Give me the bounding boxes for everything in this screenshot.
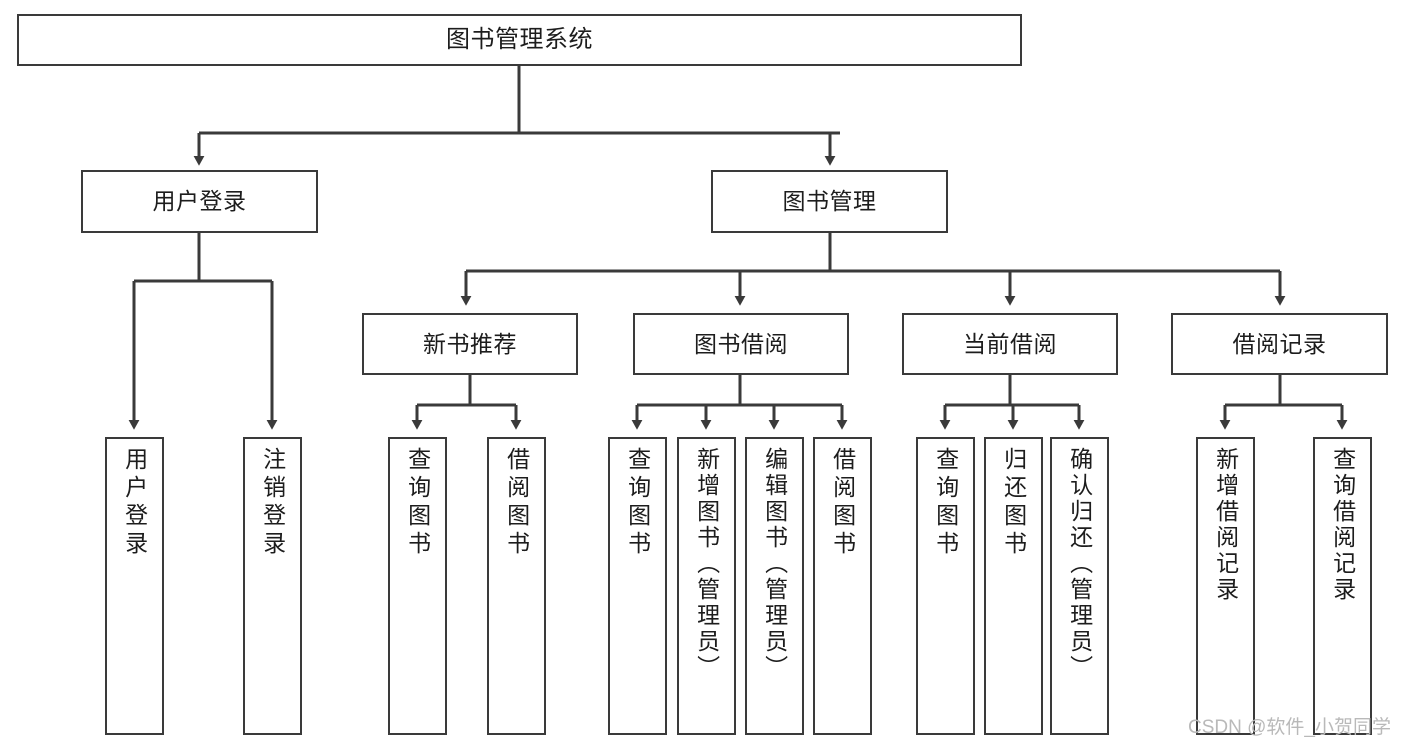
- node-label: 查询图书: [624, 447, 651, 559]
- leaf-new-book-borrow-book[interactable]: 借阅图书: [487, 437, 546, 735]
- node-label: 查询图书: [932, 447, 959, 559]
- node-label: 借阅图书: [829, 447, 856, 559]
- node-new-book-recommend[interactable]: 新书推荐: [362, 313, 578, 375]
- node-label: 图书管理系统: [446, 26, 593, 54]
- watermark-text: CSDN @软件_小贺同学: [1188, 717, 1391, 738]
- node-label: 用户登录: [121, 447, 148, 559]
- leaf-book-borrow-query-book[interactable]: 查询图书: [608, 437, 667, 735]
- node-root-book-management-system[interactable]: 图书管理系统: [17, 14, 1022, 66]
- node-label: 图书管理: [782, 188, 877, 215]
- node-label: 归还图书: [1000, 447, 1027, 559]
- leaf-book-borrow-edit-book-admin[interactable]: 编辑图书（管理员）: [745, 437, 804, 735]
- node-label: 查询图书: [404, 447, 431, 559]
- leaf-borrow-record-query-record[interactable]: 查询借阅记录: [1313, 437, 1372, 735]
- node-label: 查询借阅记录: [1329, 447, 1356, 603]
- leaf-book-borrow-borrow-book[interactable]: 借阅图书: [813, 437, 872, 735]
- node-borrow-record[interactable]: 借阅记录: [1171, 313, 1388, 375]
- node-label: 当前借阅: [963, 330, 1057, 357]
- leaf-user-login-logout[interactable]: 注销登录: [243, 437, 302, 735]
- node-label: 新书推荐: [423, 330, 517, 357]
- leaf-current-borrow-confirm-return-admin[interactable]: 确认归还（管理员）: [1050, 437, 1109, 735]
- node-user-login[interactable]: 用户登录: [81, 170, 318, 233]
- node-label: 图书借阅: [694, 330, 788, 357]
- node-label: 编辑图书（管理员）: [761, 447, 788, 681]
- leaf-borrow-record-add-record[interactable]: 新增借阅记录: [1196, 437, 1255, 735]
- node-label: 新增借阅记录: [1212, 447, 1239, 603]
- node-book-borrow[interactable]: 图书借阅: [633, 313, 849, 375]
- node-label: 借阅记录: [1232, 330, 1327, 357]
- node-label: 确认归还（管理员）: [1066, 447, 1093, 681]
- leaf-current-borrow-return-book[interactable]: 归还图书: [984, 437, 1043, 735]
- node-label: 借阅图书: [503, 447, 530, 559]
- node-label: 注销登录: [259, 447, 286, 559]
- node-book-management[interactable]: 图书管理: [711, 170, 948, 233]
- leaf-user-login-login[interactable]: 用户登录: [105, 437, 164, 735]
- leaf-book-borrow-add-book-admin[interactable]: 新增图书（管理员）: [677, 437, 736, 735]
- leaf-current-borrow-query-book[interactable]: 查询图书: [916, 437, 975, 735]
- node-label: 新增图书（管理员）: [693, 447, 720, 681]
- leaf-new-book-query-book[interactable]: 查询图书: [388, 437, 447, 735]
- node-current-borrow[interactable]: 当前借阅: [902, 313, 1118, 375]
- node-label: 用户登录: [152, 188, 247, 215]
